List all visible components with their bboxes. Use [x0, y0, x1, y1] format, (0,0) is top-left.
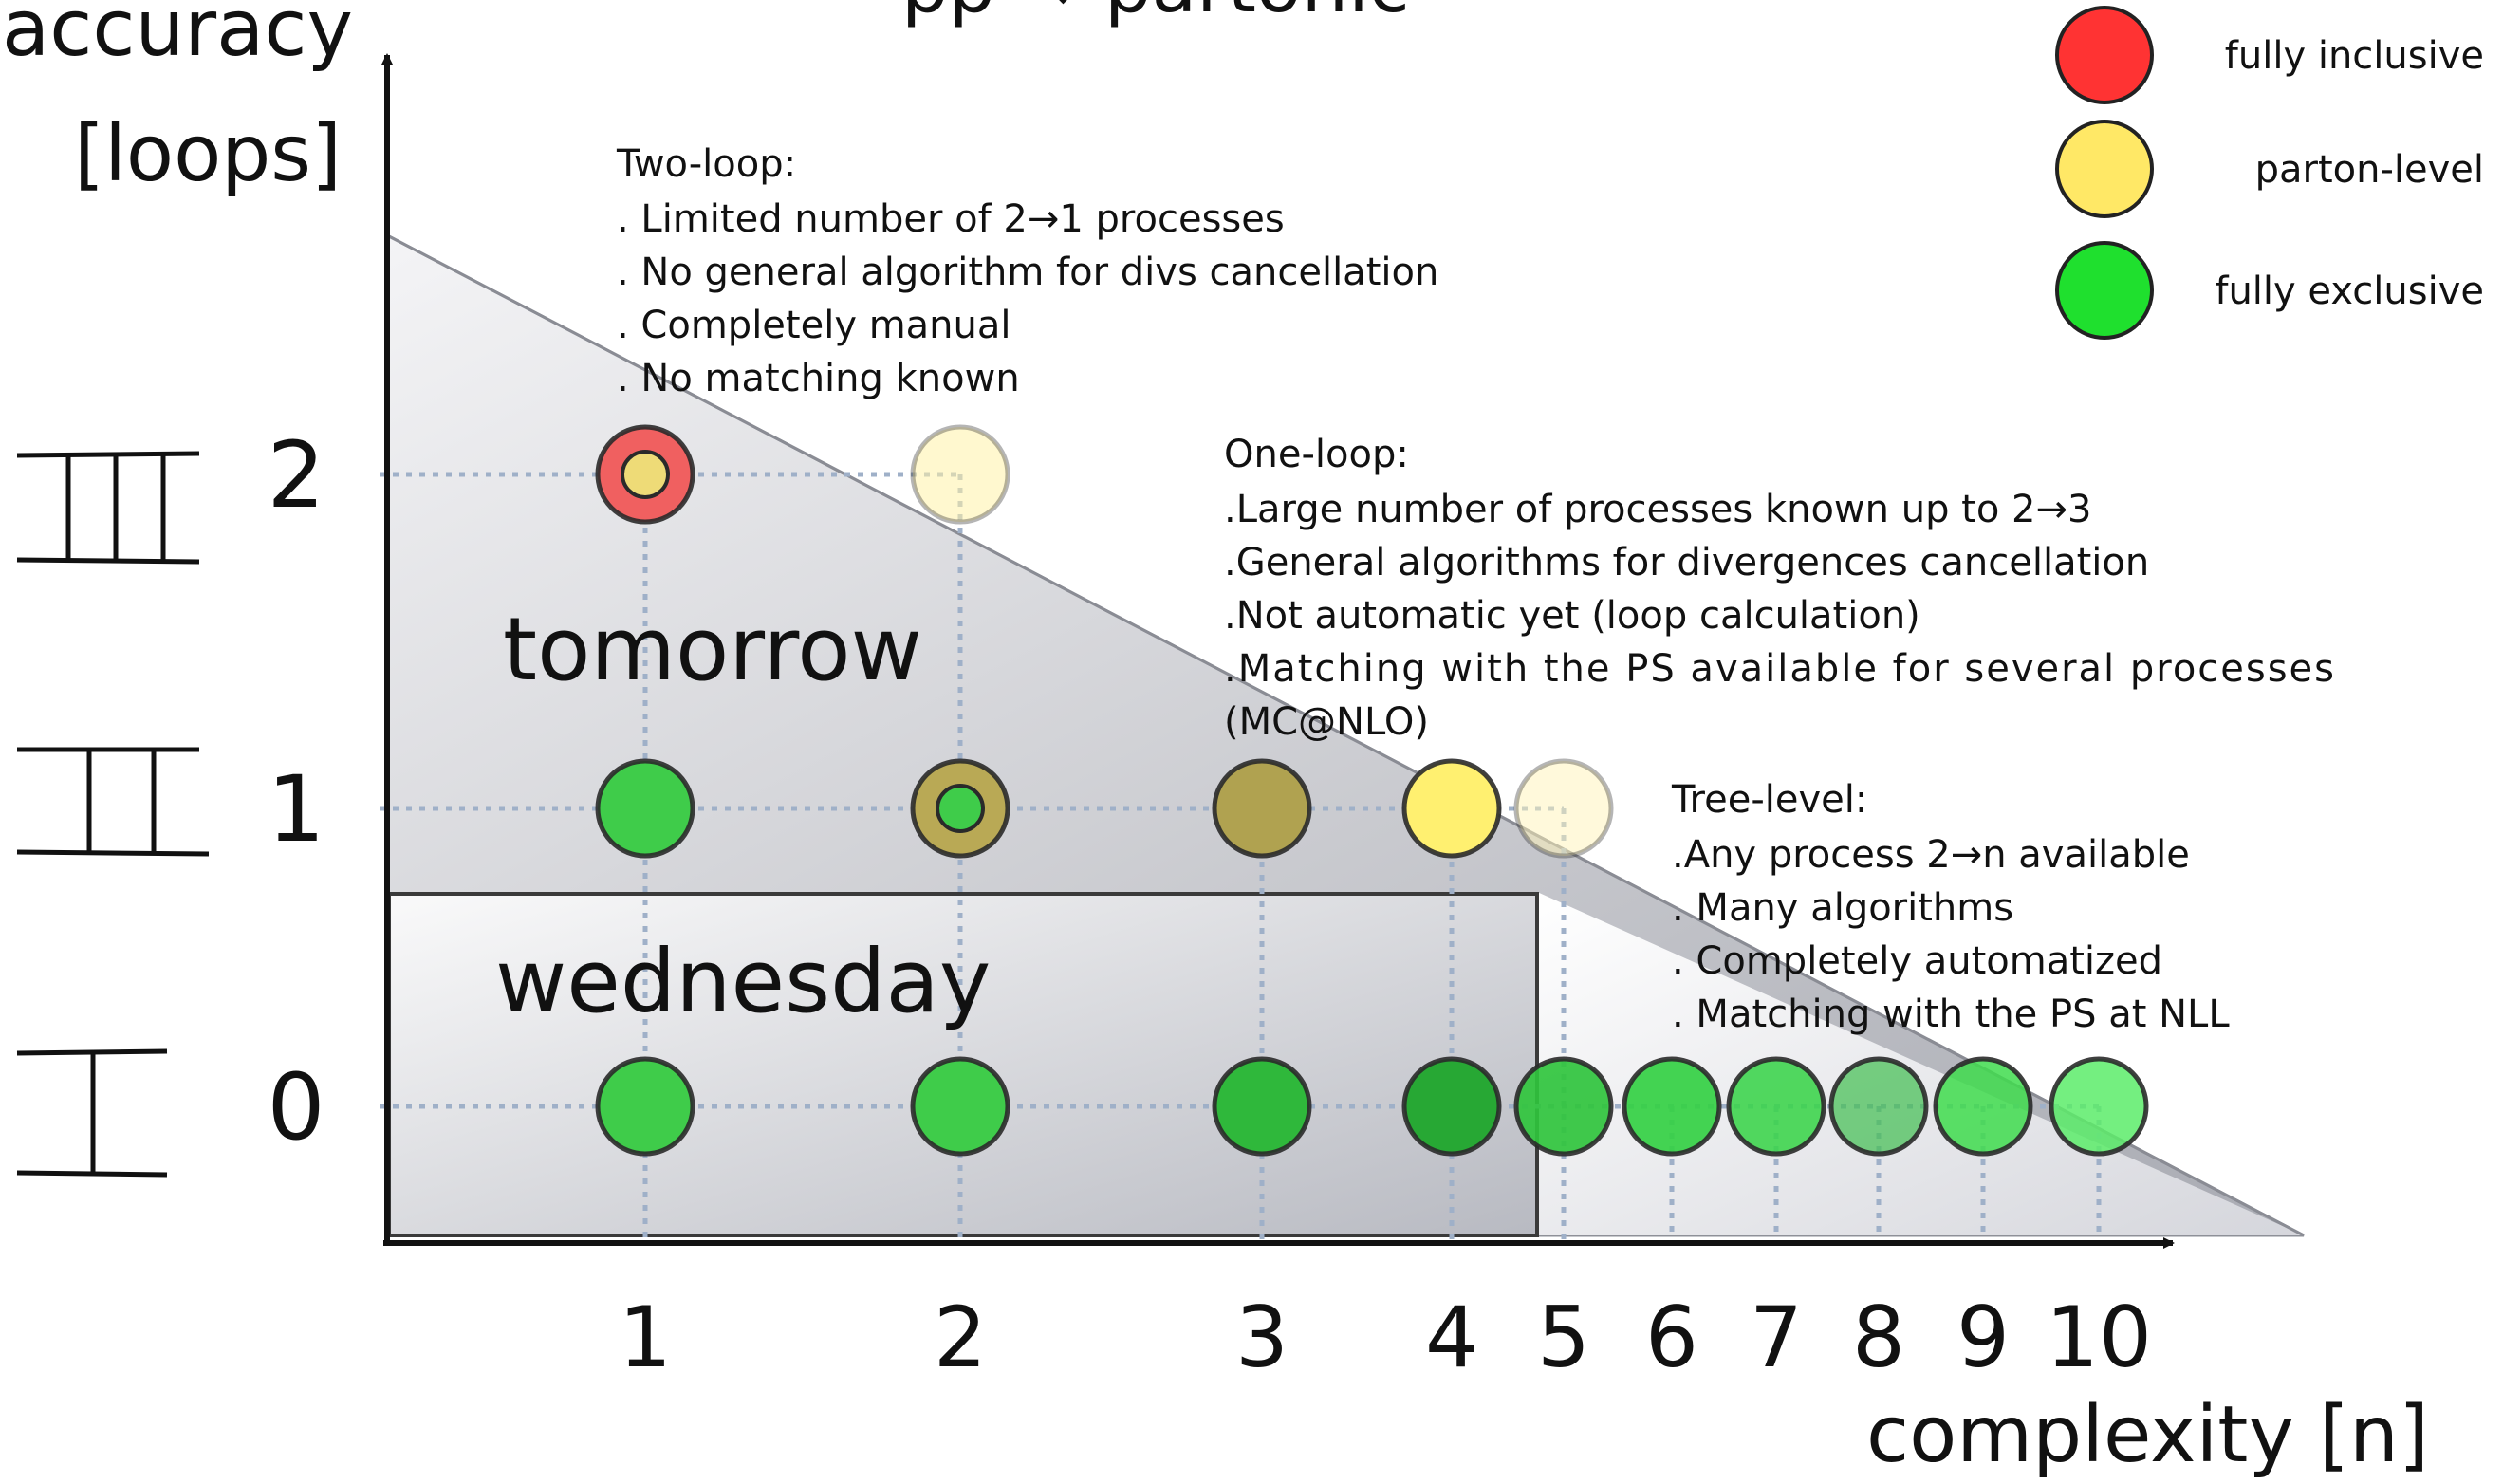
y-tick-2: 2 [267, 422, 324, 529]
x-tick-2: 2 [934, 1289, 987, 1386]
point-n1-loops0 [595, 1056, 695, 1157]
x-tick-6: 6 [1645, 1289, 1698, 1386]
one-loop-line-2: .General algorithms for divergences canc… [1224, 541, 2149, 584]
process-points [595, 424, 2149, 1157]
point-n10-loops0 [2049, 1056, 2149, 1157]
legend-label-1: parton-level [2255, 148, 2484, 192]
point-n8-loops0 [1828, 1056, 1929, 1157]
point-inner-n2-loops1 [936, 784, 985, 833]
two-loop-line-2: . No general algorithm for divs cancella… [617, 250, 1438, 294]
y-tick-labels: 0 1 2 [267, 422, 324, 1160]
dotted-grid [380, 472, 2102, 1239]
two-loop-ladder-icon [16, 451, 200, 565]
one-loop-line-1: .Large number of processes known up to 2… [1224, 488, 2091, 531]
two-loop-line-4: . No matching known [617, 357, 1020, 400]
point-n5-loops1 [1513, 758, 1614, 859]
tree-level-line-1: .Any process 2→n available [1672, 833, 2190, 877]
one-loop-line-5: (MC@NLO) [1224, 700, 1429, 744]
two-loop-note: Two-loop: . Limited number of 2→1 proces… [616, 142, 1438, 400]
x-tick-5: 5 [1537, 1289, 1590, 1386]
legend-swatch-0 [2055, 6, 2154, 104]
one-loop-line-4: .Matching with the PS available for seve… [1224, 647, 2334, 691]
one-loop-note: One-loop: .Large number of processes kno… [1224, 433, 2334, 744]
point-n9-loops0 [1933, 1056, 2033, 1157]
point-n2-loops0 [910, 1056, 1010, 1157]
point-n3-loops0 [1212, 1056, 1312, 1157]
point-n7-loops0 [1726, 1056, 1826, 1157]
x-tick-7: 7 [1750, 1289, 1803, 1386]
tree-level-title: Tree-level: [1671, 778, 1867, 822]
x-tick-4: 4 [1425, 1289, 1478, 1386]
tree-level-line-3: . Completely automatized [1672, 939, 2162, 983]
one-loop-ladder-icon [16, 747, 210, 857]
two-loop-title: Two-loop: [616, 142, 796, 186]
one-loop-line-3: .Not automatic yet (loop calculation) [1224, 594, 1920, 638]
x-tick-3: 3 [1235, 1289, 1289, 1386]
tree-level-note: Tree-level: .Any process 2→n available .… [1671, 778, 2230, 1036]
tree-level-line-4: . Matching with the PS at NLL [1672, 992, 2230, 1036]
y-tick-0: 0 [267, 1054, 324, 1160]
point-n1-loops1 [595, 758, 695, 859]
two-loop-line-3: . Completely manual [617, 304, 1011, 347]
legend: fully inclusive parton-level fully exclusi… [2055, 6, 2484, 340]
tomorrow-label: tomorrow [503, 599, 922, 700]
x-tick-8: 8 [1852, 1289, 1905, 1386]
legend-swatch-2 [2055, 241, 2154, 340]
page-title-clipped: pp → partonic [901, 0, 1410, 29]
tree-level-ladder-icon [16, 1048, 168, 1178]
point-n6-loops0 [1622, 1056, 1722, 1157]
wednesday-label: wednesday [495, 931, 991, 1032]
point-n5-loops0 [1513, 1056, 1614, 1157]
point-n4-loops1 [1401, 758, 1502, 859]
point-n3-loops1 [1212, 758, 1312, 859]
x-axis-title: complexity [n] [1866, 1390, 2429, 1480]
tree-level-line-2: . Many algorithms [1672, 886, 2013, 930]
x-tick-9: 9 [1956, 1289, 2010, 1386]
legend-swatch-1 [2055, 120, 2154, 218]
point-inner-n1-loops2 [621, 450, 670, 499]
two-loop-line-1: . Limited number of 2→1 processes [617, 197, 1285, 241]
legend-label-0: fully inclusive [2225, 34, 2484, 78]
y-axis-title-line2: [loops] [74, 109, 342, 199]
legend-label-2: fully exclusive [2215, 269, 2484, 313]
point-n4-loops0 [1401, 1056, 1502, 1157]
one-loop-title: One-loop: [1224, 433, 1409, 476]
y-tick-1: 1 [267, 756, 324, 863]
point-n2-loops2 [910, 424, 1010, 525]
x-tick-1: 1 [619, 1289, 672, 1386]
x-tick-10: 10 [2046, 1289, 2152, 1386]
y-axis-title-line1: accuracy [2, 0, 353, 74]
